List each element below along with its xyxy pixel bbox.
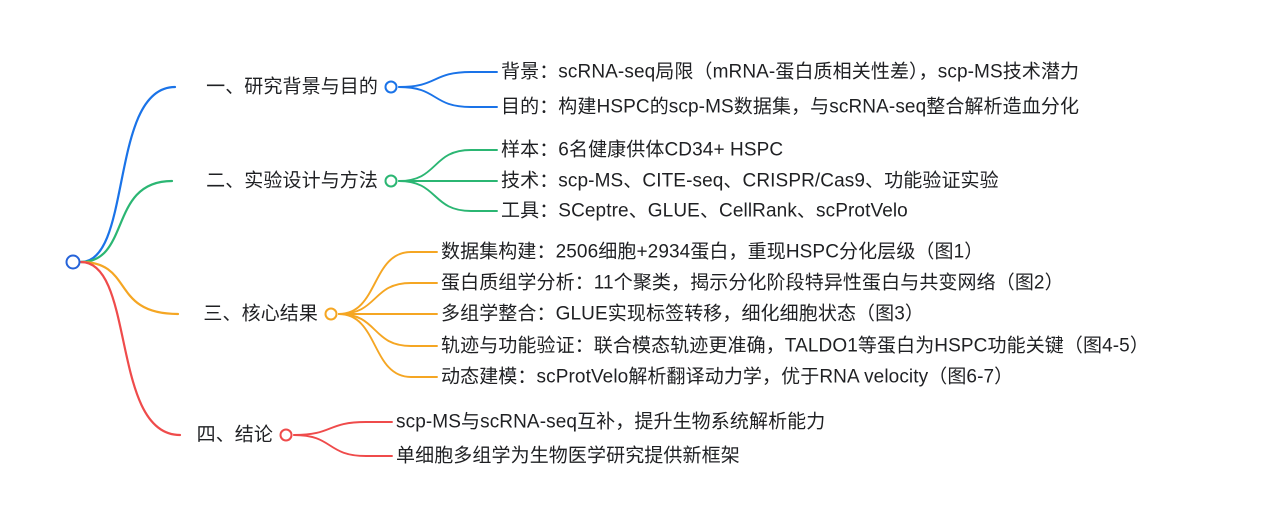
child-4-2-label[interactable]: 单细胞多组学为生物医学研究提供新框架 bbox=[396, 445, 740, 467]
branch-2-dot[interactable] bbox=[384, 174, 398, 188]
mindmap-edge bbox=[398, 180, 498, 212]
child-1-2-label[interactable]: 目的：构建HSPC的scp-MS数据集，与scRNA-seq整合解析造血分化 bbox=[501, 96, 1080, 118]
branch-1-label[interactable]: 一、研究背景与目的 bbox=[206, 76, 378, 98]
branch-1-dot[interactable] bbox=[384, 80, 398, 94]
child-3-4-label[interactable]: 轨迹与功能验证：联合模态轨迹更准确，TALDO1等蛋白为HSPC功能关键（图4-… bbox=[441, 335, 1149, 357]
mindmap-edge bbox=[79, 85, 177, 264]
branch-2-label[interactable]: 二、实验设计与方法 bbox=[206, 170, 378, 192]
mindmap-edge bbox=[338, 282, 438, 315]
mindmap-edge bbox=[398, 71, 498, 88]
root-node[interactable] bbox=[65, 254, 81, 270]
mindmap-edge bbox=[398, 149, 498, 182]
mindmap-edge bbox=[293, 421, 393, 436]
branch-4-dot[interactable] bbox=[279, 428, 293, 442]
branch-3-label[interactable]: 三、核心结果 bbox=[203, 303, 318, 325]
child-2-2-label[interactable]: 技术：scp-MS、CITE-seq、CRISPR/Cas9、功能验证实验 bbox=[501, 170, 999, 192]
child-2-1-label[interactable]: 样本：6名健康供体CD34+ HSPC bbox=[501, 139, 784, 161]
mindmap-edge bbox=[338, 313, 438, 378]
mindmap-edge bbox=[79, 260, 180, 316]
child-3-2-label[interactable]: 蛋白质组学分析：11个聚类，揭示分化阶段特异性蛋白与共变网络（图2） bbox=[441, 272, 1064, 294]
mindmap-edge bbox=[79, 260, 182, 437]
mindmap-edge bbox=[338, 251, 438, 315]
child-1-1-label[interactable]: 背景：scRNA-seq局限（mRNA-蛋白质相关性差），scp-MS技术潜力 bbox=[501, 61, 1080, 83]
branch-4-label[interactable]: 四、结论 bbox=[196, 424, 273, 446]
child-4-1-label[interactable]: scp-MS与scRNA-seq互补，提升生物系统解析能力 bbox=[396, 411, 826, 433]
child-3-1-label[interactable]: 数据集构建：2506细胞+2934蛋白，重现HSPC分化层级（图1） bbox=[441, 241, 984, 263]
child-3-3-label[interactable]: 多组学整合：GLUE实现标签转移，细化细胞状态（图3） bbox=[441, 303, 925, 325]
child-2-3-label[interactable]: 工具：SCeptre、GLUE、CellRank、scProtVelo bbox=[501, 200, 908, 222]
mindmap-edge bbox=[398, 86, 498, 108]
mindmap-edge bbox=[79, 179, 174, 264]
mindmap-edge bbox=[293, 434, 393, 457]
child-3-5-label[interactable]: 动态建模：scProtVelo解析翻译动力学，优于RNA velocity（图6… bbox=[441, 366, 1014, 388]
mindmap-edge bbox=[338, 313, 438, 347]
branch-3-dot[interactable] bbox=[324, 307, 338, 321]
